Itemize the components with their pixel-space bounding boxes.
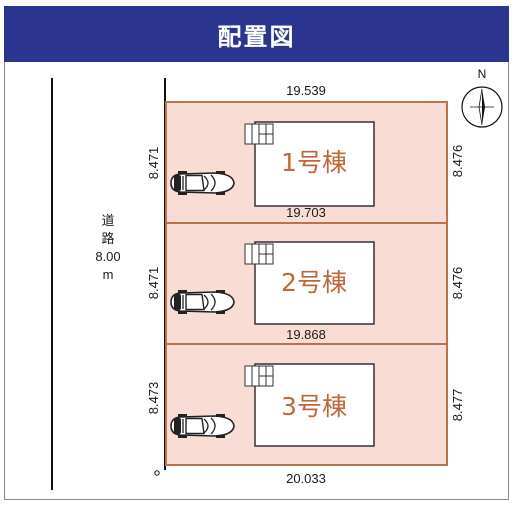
building-1 xyxy=(254,121,375,207)
building-label: 3号棟 xyxy=(281,392,347,421)
lot-width-dimension: 19.703 xyxy=(286,205,326,220)
lot-depth-dimension-left: 8.473 xyxy=(146,382,161,415)
porch-icon xyxy=(244,243,274,265)
porch-icon xyxy=(244,123,274,145)
car-icon xyxy=(170,289,235,315)
lot-depth-dimension-right: 8.477 xyxy=(450,389,465,422)
car-icon xyxy=(170,170,235,196)
road-width: 8.00 xyxy=(95,249,120,264)
north-label: N xyxy=(478,67,487,81)
lot-width-dimension: 19.868 xyxy=(286,327,326,342)
car-icon xyxy=(170,413,235,439)
building-label: 1号棟 xyxy=(281,148,347,177)
title-bar: 配置図 xyxy=(4,6,509,62)
porch-icon xyxy=(244,365,274,387)
lot-depth-dimension-left: 8.471 xyxy=(146,267,161,300)
corner-marker-icon xyxy=(154,470,160,476)
north-arrow-icon xyxy=(461,86,503,128)
lot-depth-dimension-right: 8.476 xyxy=(450,267,465,300)
lot-width-dimension: 19.539 xyxy=(286,83,326,98)
road-unit: m xyxy=(103,267,114,282)
building-3 xyxy=(254,363,375,447)
road-label-char: 道 xyxy=(101,214,114,229)
lot-depth-dimension-right: 8.476 xyxy=(450,145,465,178)
building-2 xyxy=(254,241,375,325)
road-label-char: 路 xyxy=(101,231,114,247)
lot-width-dimension: 20.033 xyxy=(286,471,326,486)
lot-depth-dimension-left: 8.471 xyxy=(146,147,161,180)
page-title: 配置図 xyxy=(217,22,296,51)
building-label: 2号棟 xyxy=(281,268,347,297)
